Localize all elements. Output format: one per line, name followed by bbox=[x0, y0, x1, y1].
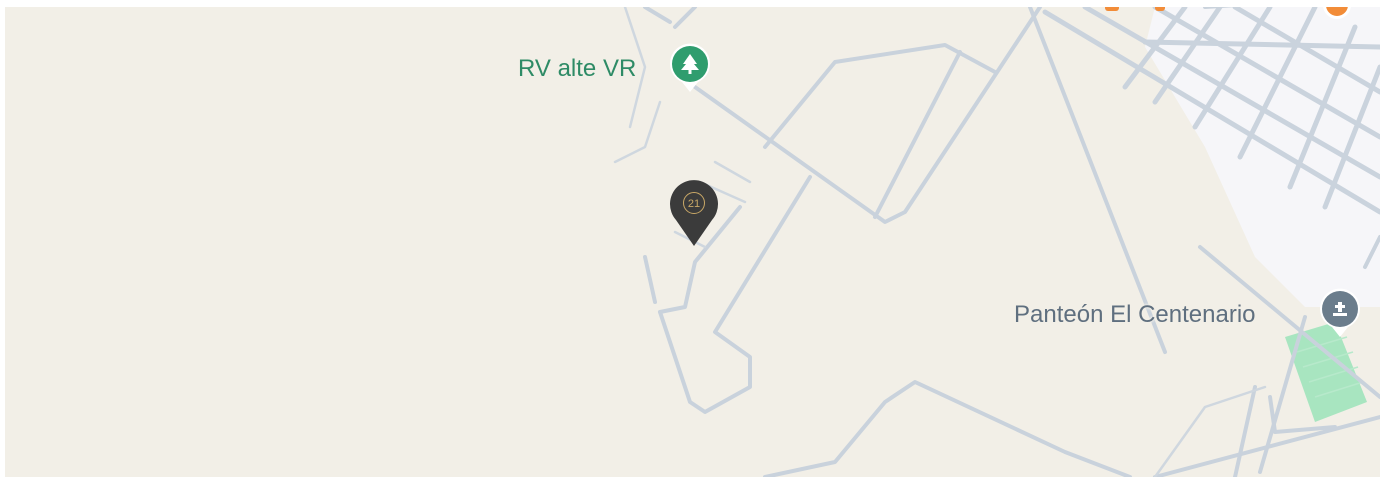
map-base-layer bbox=[613, 7, 1380, 477]
poi-label-panteon-el-centenario[interactable]: Panteón El Centenario bbox=[1014, 301, 1256, 328]
marker-logo: 21 bbox=[683, 192, 705, 214]
poi-label-rv-alte-vr[interactable]: RV alte VR bbox=[518, 55, 637, 82]
urban-area bbox=[1145, 7, 1380, 307]
poi-pin-panteon-el-centenario[interactable] bbox=[1318, 287, 1362, 339]
partial-poi-label-fragment-2 bbox=[1155, 7, 1165, 11]
poi-pin-rv-alte-vr[interactable] bbox=[668, 42, 712, 94]
map-canvas[interactable]: RV alte VR 21 Panteón El Centenario bbox=[5, 7, 1380, 477]
tree-icon bbox=[668, 42, 712, 86]
urban-grid bbox=[1042, 7, 1380, 215]
partial-poi-label-fragment bbox=[1105, 7, 1119, 11]
location-pin-icon[interactable]: 21 bbox=[668, 180, 720, 246]
cemetery-green-area bbox=[1285, 322, 1367, 422]
cemetery-icon bbox=[1318, 287, 1362, 331]
